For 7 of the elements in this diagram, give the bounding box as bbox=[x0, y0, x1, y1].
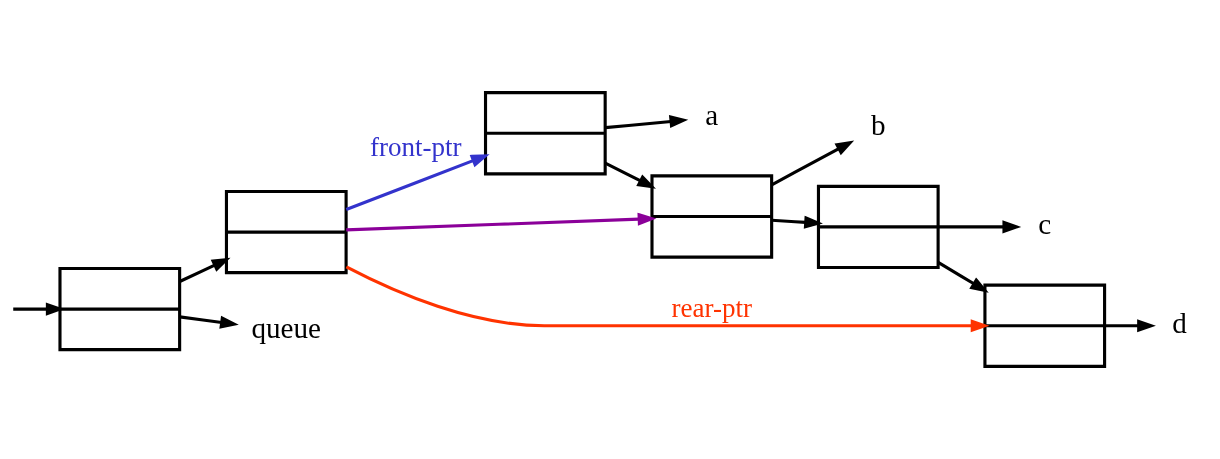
edge-label: rear-ptr bbox=[671, 293, 753, 324]
node-text: a bbox=[705, 98, 719, 131]
node-text: c bbox=[1038, 208, 1052, 241]
edge-label: front-ptr bbox=[369, 131, 462, 162]
node-text: b bbox=[871, 109, 886, 142]
node-text: queue bbox=[251, 312, 322, 345]
node-text: d bbox=[1172, 306, 1187, 339]
